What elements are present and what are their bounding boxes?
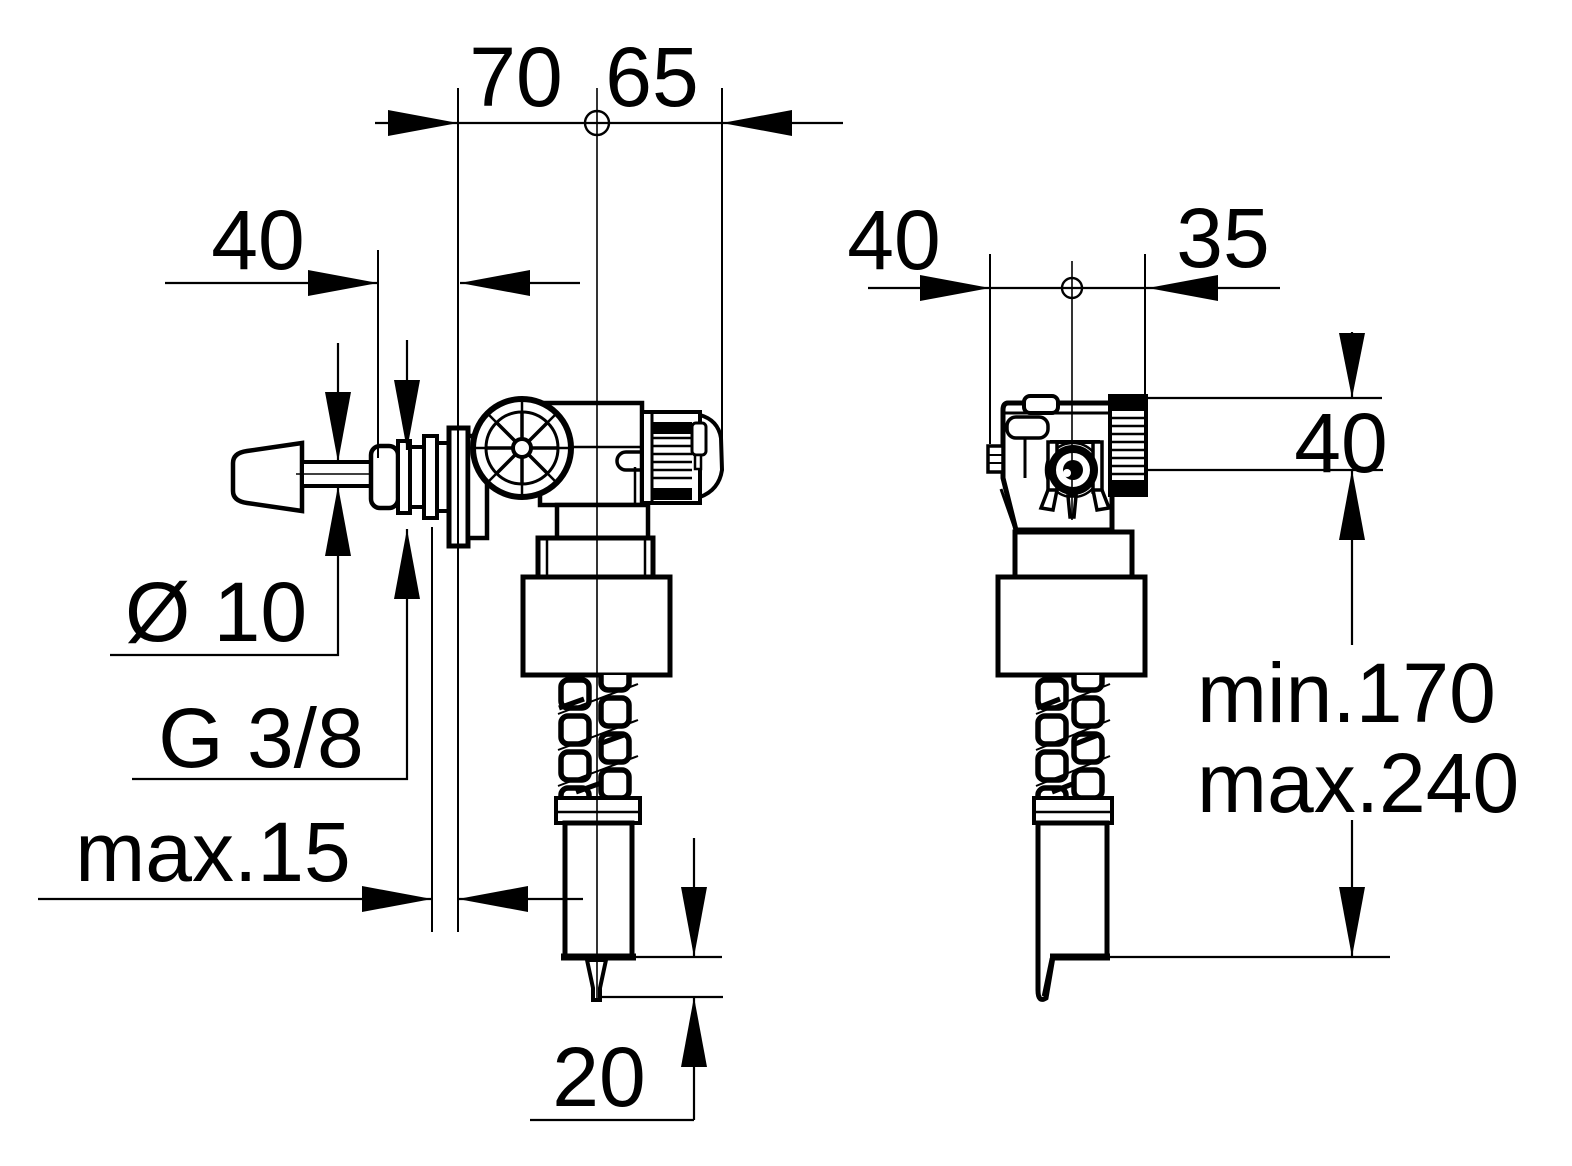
dim-label-35: 35 [1176,191,1269,285]
dim-label-hose-min: min.170 [1197,646,1496,740]
inlet-port [1038,440,1112,519]
clip-foot-left [1038,488,1060,513]
dim-label-thread: G 3/8 [158,691,363,785]
dim-label-40-side: 40 [211,193,304,287]
braided-hose [1035,675,1111,801]
mounting-nut-block [995,574,1148,678]
body-neck [554,502,651,541]
adjuster-clip [690,421,708,457]
head-top-tab [1022,394,1060,415]
dimension-arrows [308,110,1365,1067]
dim-label-height-40: 40 [1294,396,1387,490]
dim-label-wall-max: max.15 [75,805,350,899]
dim-label-70: 70 [469,30,562,124]
dim-label-rod-diameter: Ø 10 [125,565,307,659]
hose-collar [1032,796,1114,825]
dim-label-40-front: 40 [847,193,940,287]
clip-foot-right [1090,488,1112,513]
dim-label-65: 65 [605,30,698,124]
dimension-labels: 70 65 40 Ø 10 G 3/8 max.15 20 40 35 40 m… [75,30,1519,1124]
adjuster-pin [693,453,703,471]
adjuster-knob [640,410,725,505]
side-tab [986,444,1005,474]
centerline-marker [1060,276,1084,300]
dim-label-spout-20: 20 [552,1030,645,1124]
outlet-tube [562,820,635,959]
shank [1012,529,1135,580]
adjuster-wheel [1108,394,1148,497]
front-view [986,394,1148,1002]
hose-collar [554,796,642,825]
dim-label-hose-max: max.240 [1197,736,1519,830]
dimension-annotations [38,88,1390,1122]
head-slot [1005,415,1050,440]
filter-cap-wheel [470,396,574,500]
float-adjuster-knob [230,440,305,514]
centerline-marker [583,109,611,137]
shank-flange [535,535,656,580]
side-view [230,396,725,1002]
